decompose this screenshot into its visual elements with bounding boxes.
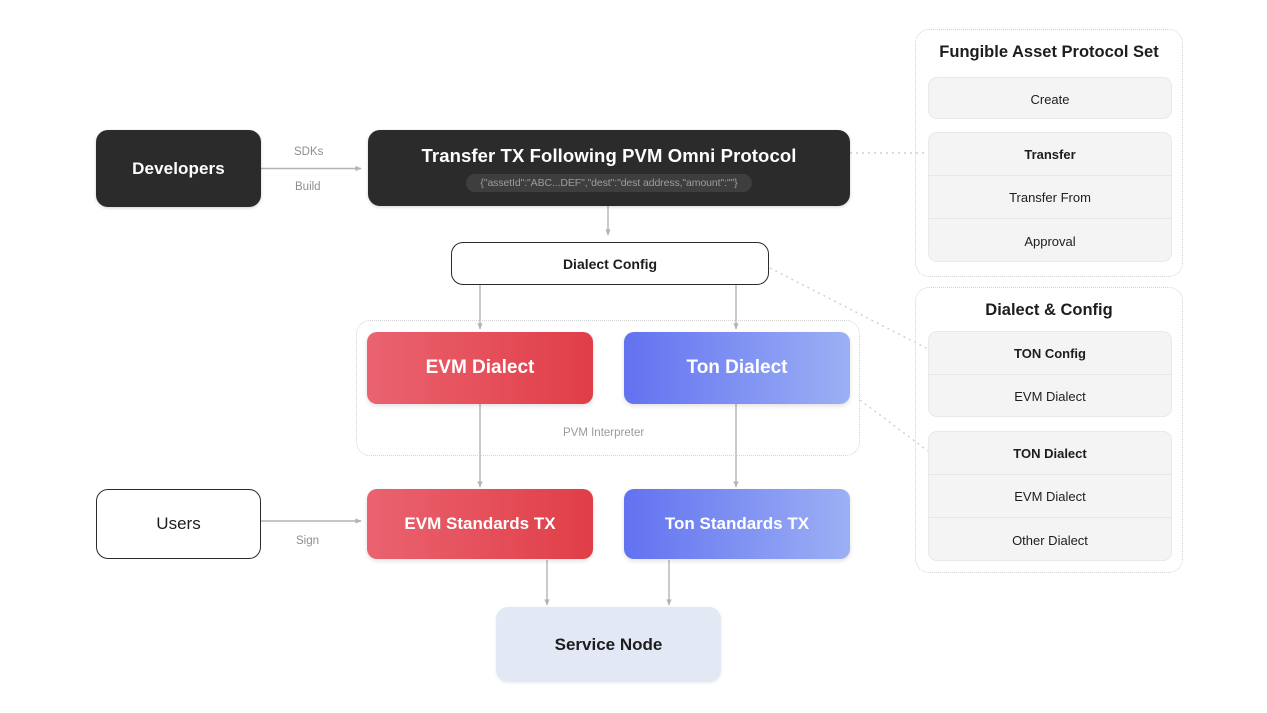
node-users[interactable]: Users <box>96 489 261 559</box>
node-ton-dialect[interactable]: Ton Dialect <box>624 332 850 404</box>
service-node-label: Service Node <box>554 634 663 654</box>
dialect-config-label: Dialect Config <box>562 255 658 272</box>
edge-label-build: Build <box>295 181 321 193</box>
node-evm-standards-tx[interactable]: EVM Standards TX <box>367 489 593 559</box>
evm-standards-tx-label: EVM Standards TX <box>404 514 556 533</box>
node-ton-standards-tx[interactable]: Ton Standards TX <box>624 489 850 559</box>
card-row-label: Transfer From <box>1009 189 1091 205</box>
transfer-tx-payload: {"assetId":"ABC...DEF","dest":"dest addr… <box>466 173 752 192</box>
card-row-label: Create <box>1030 91 1070 107</box>
card-row-label: Other Dialect <box>1012 532 1088 548</box>
card-dialect-group-1: TON Config EVM Dialect <box>928 331 1172 417</box>
card-row-transfer-from[interactable]: Transfer From <box>929 176 1171 219</box>
pvm-interpreter-label: PVM Interpreter <box>563 427 645 439</box>
card-row-label: Approval <box>1024 233 1076 249</box>
edge-label-sign: Sign <box>296 535 320 547</box>
card-row-label: EVM Dialect <box>1014 488 1086 504</box>
evm-dialect-label: EVM Dialect <box>425 357 535 378</box>
card-fungible-group-2: Transfer Transfer From Approval <box>928 132 1172 262</box>
ton-standards-tx-label: Ton Standards TX <box>664 514 810 533</box>
card-row-transfer[interactable]: Transfer <box>929 133 1171 176</box>
panel-title-fungible: Fungible Asset Protocol Set <box>939 43 1159 61</box>
panel-title-dialect: Dialect & Config <box>985 301 1113 319</box>
node-transfer-tx[interactable]: Transfer TX Following PVM Omni Protocol … <box>368 130 850 206</box>
users-label: Users <box>156 514 201 533</box>
card-row-create[interactable]: Create <box>929 78 1171 118</box>
developers-label: Developers <box>132 158 225 178</box>
node-evm-dialect[interactable]: EVM Dialect <box>367 332 593 404</box>
transfer-tx-title: Transfer TX Following PVM Omni Protocol <box>421 144 797 166</box>
card-row-evm-dialect-2[interactable]: EVM Dialect <box>929 475 1171 518</box>
card-row-other-dialect[interactable]: Other Dialect <box>929 518 1171 560</box>
card-row-label: EVM Dialect <box>1014 389 1086 404</box>
card-row-label: Transfer <box>1024 146 1076 162</box>
card-row-approval[interactable]: Approval <box>929 219 1171 261</box>
card-row-evm-dialect[interactable]: EVM Dialect <box>929 375 1171 416</box>
card-dialect-group-2: TON Dialect EVM Dialect Other Dialect <box>928 431 1172 561</box>
node-developers[interactable]: Developers <box>96 130 261 207</box>
card-row-label: TON Dialect <box>1013 445 1087 461</box>
card-row-ton-config[interactable]: TON Config <box>929 332 1171 375</box>
panel-dialect-and-config: Dialect & Config TON Config EVM Dialect … <box>915 287 1183 573</box>
ton-dialect-label: Ton Dialect <box>686 357 788 378</box>
card-row-ton-dialect[interactable]: TON Dialect <box>929 432 1171 475</box>
card-fungible-group-1: Create <box>928 77 1172 119</box>
edge-label-sdks: SDKs <box>294 146 324 158</box>
container-pvm-interpreter <box>356 320 860 456</box>
node-dialect-config[interactable]: Dialect Config <box>451 242 769 285</box>
card-row-label: TON Config <box>1014 345 1086 361</box>
panel-fungible-asset-protocol-set: Fungible Asset Protocol Set Create Trans… <box>915 29 1183 277</box>
node-service-node[interactable]: Service Node <box>496 607 721 682</box>
